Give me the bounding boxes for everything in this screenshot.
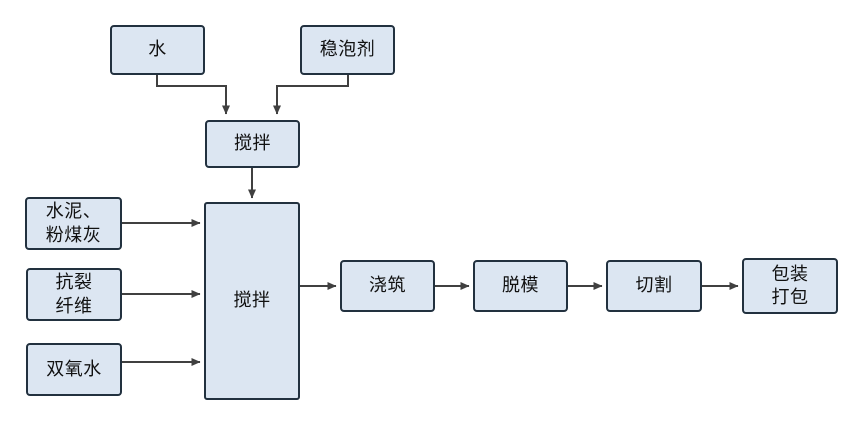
edge-water-to-mix1	[156, 75, 230, 115]
node-cement-fly-ash[interactable]: 水泥、 粉煤灰	[25, 197, 122, 250]
node-mixing-1[interactable]: 搅拌	[205, 120, 300, 168]
node-water[interactable]: 水	[110, 25, 205, 75]
edge-foam-to-mix1	[273, 75, 349, 115]
node-packaging[interactable]: 包装 打包	[742, 258, 838, 314]
node-mixing-2[interactable]: 搅拌	[204, 202, 300, 400]
node-foam-stabilizer[interactable]: 稳泡剂	[300, 25, 395, 75]
node-demolding[interactable]: 脱模	[473, 260, 568, 312]
node-casting[interactable]: 浇筑	[340, 260, 435, 312]
node-hydrogen-peroxide[interactable]: 双氧水	[26, 343, 122, 396]
node-anti-crack-fiber[interactable]: 抗裂 纤维	[26, 268, 122, 321]
node-cutting[interactable]: 切割	[606, 260, 702, 312]
